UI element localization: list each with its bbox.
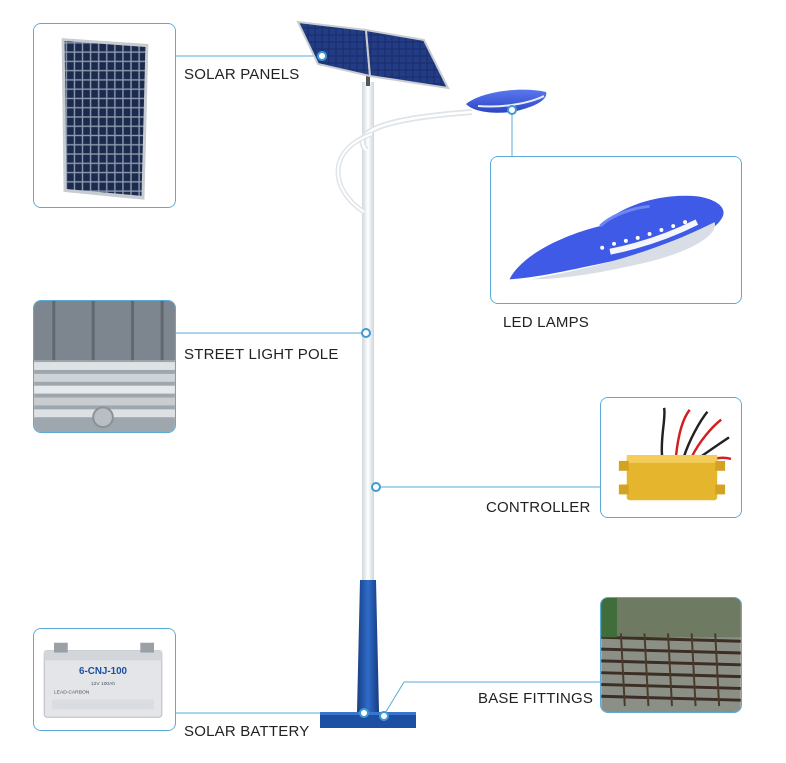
base-plate (320, 712, 416, 728)
controller-photo (601, 398, 741, 517)
pole-stack-photo-frame (33, 300, 176, 433)
connector-dots (317, 51, 517, 721)
label-led-lamps: LED LAMPS (503, 314, 589, 331)
base-fittings-photo-frame (600, 597, 742, 713)
base-fittings-photo (601, 598, 741, 712)
battery-photo-frame: 6-CNJ-100 12V 100Ah LEAD-CARBON (33, 628, 176, 731)
pole-stack-photo (34, 301, 175, 432)
lamp-head (466, 89, 547, 113)
solar-panels-illustration (296, 20, 450, 90)
led-lamp-photo (491, 157, 741, 303)
solar-panel-photo-frame (33, 23, 176, 208)
label-street-light-pole: STREET LIGHT POLE (184, 346, 339, 363)
battery-model-text: 6-CNJ-100 (79, 666, 127, 677)
battery-rating-text: 12V 100Ah (91, 681, 115, 687)
battery-type-text: LEAD-CARBON (54, 690, 90, 696)
label-controller: CONTROLLER (486, 499, 591, 516)
solar-panel-photo (34, 24, 175, 207)
label-base-fittings: BASE FITTINGS (478, 690, 594, 707)
label-solar-panels: SOLAR PANELS (184, 66, 300, 83)
controller-photo-frame (600, 397, 742, 518)
pole-lower (357, 580, 379, 712)
label-solar-battery: SOLAR BATTERY (184, 723, 310, 740)
battery-photo: 6-CNJ-100 12V 100Ah LEAD-CARBON (34, 629, 175, 730)
leader-lines (176, 55, 600, 716)
led-lamp-photo-frame (490, 156, 742, 304)
